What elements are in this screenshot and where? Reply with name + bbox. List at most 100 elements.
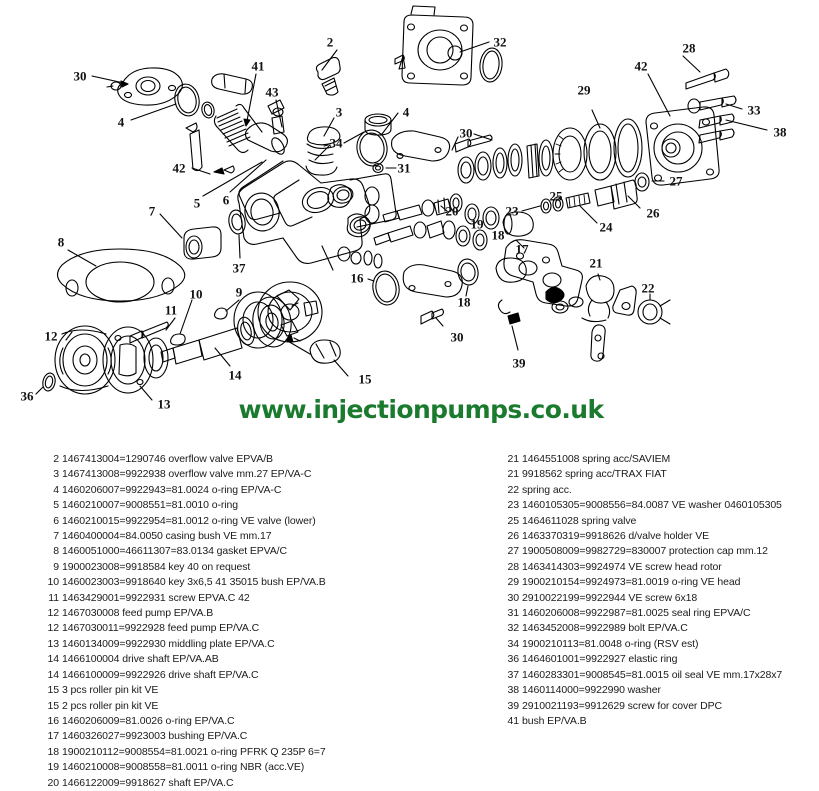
part-number: 30: [507, 591, 520, 604]
part-number: 10: [47, 576, 60, 589]
part-number: 26: [507, 530, 520, 543]
part-number: 6: [53, 514, 59, 527]
callout-2: 2: [326, 34, 334, 50]
part-description: 1460114000=9922990 washer: [522, 684, 661, 697]
part-description: 1460210015=9922954=81.0012 o-ring VE val…: [62, 514, 316, 527]
part-description: 1464611028 spring valve: [522, 514, 637, 527]
part-description: 1900210112=9008554=81.0021 o-ring PFRK Q…: [62, 745, 326, 758]
callout-4-left: 4: [117, 114, 125, 130]
part-description: 1463414303=9924974 VE screw head rotor: [522, 560, 722, 573]
part-description: 1463452008=9922989 bolt EP/VA.C: [522, 622, 688, 635]
part-number: 18: [47, 745, 60, 758]
site-watermark: www.injectionpumps.co.uk: [238, 394, 605, 424]
callout-28: 28: [682, 40, 696, 56]
part-number: 25: [507, 514, 520, 527]
part-number: 32: [507, 622, 520, 635]
part-description: 2910021193=9912629 screw for cover DPC: [522, 699, 723, 712]
callout-41: 41: [251, 58, 265, 74]
callout-6: 6: [222, 192, 230, 208]
part-description: 9918562 spring acc/TRAX FIAT: [522, 468, 667, 481]
part-description: 1463429001=9922931 screw EPVA.C 42: [62, 591, 250, 604]
part-number: 20: [47, 776, 60, 789]
part-number: 12: [47, 607, 60, 620]
callout-38: 38: [773, 124, 787, 140]
callout-23: 23: [505, 203, 519, 219]
callout-37: 37: [232, 260, 246, 276]
part-description: 1460206007=9922943=81.0024 o-ring EP/VA-…: [62, 483, 282, 496]
part-description: 1460105305=9008556=84.0087 VE washer 046…: [522, 499, 782, 512]
callout-5: 5: [193, 195, 201, 211]
part-number: 27: [507, 545, 520, 558]
part-number: 41: [507, 714, 520, 727]
part-description: 1900023008=9918584 key 40 on request: [62, 560, 251, 573]
callout-18-top: 18: [491, 227, 505, 243]
callout-31: 31: [397, 160, 411, 176]
part-number: 13: [47, 637, 60, 650]
part-number: 29: [507, 576, 520, 589]
callout-10: 10: [189, 286, 203, 302]
part-number: 38: [507, 684, 520, 697]
callout-19: 19: [470, 216, 484, 232]
callout-18-bottom: 18: [457, 294, 471, 310]
part-description: 2 pcs roller pin kit VE: [62, 699, 159, 712]
part-description: 1466100009=9922926 drive shaft EP/VA.C: [62, 668, 259, 681]
callout-39: 39: [512, 355, 526, 371]
part-description: 1460023003=9918640 key 3x6,5 41 35015 bu…: [62, 576, 326, 589]
part-number: 21: [507, 468, 520, 481]
part-number: 8: [53, 545, 59, 558]
part-number: 36: [507, 653, 520, 666]
callout-22: 22: [641, 280, 655, 296]
callout-30-bottom: 30: [450, 329, 464, 345]
part-number: 4: [53, 483, 59, 496]
callout-15: 15: [358, 371, 372, 387]
part-description: 3 pcs roller pin kit VE: [62, 684, 159, 697]
diagram-drawing: [35, 5, 768, 401]
callout-3: 3: [335, 104, 343, 120]
part-description: 1466100004 drive shaft EP/VA.AB: [62, 653, 219, 666]
part-number: 14: [47, 653, 60, 666]
callout-27: 27: [669, 173, 683, 189]
callout-43: 43: [265, 84, 279, 100]
part-description: 1464551008 spring acc/SAVIEM: [522, 453, 671, 465]
part-description: 1464601001=9922927 elastic ring: [522, 653, 678, 666]
callout-29: 29: [577, 82, 591, 98]
callout-21: 21: [589, 255, 603, 271]
callout-14: 14: [228, 367, 242, 383]
part-number: 2: [53, 453, 59, 465]
part-number: 37: [507, 668, 520, 681]
callout-9: 9: [235, 284, 243, 300]
part-number: 11: [48, 591, 59, 604]
part-number: 39: [507, 699, 520, 712]
callout-34: 34: [329, 135, 343, 151]
callout-36: 36: [20, 388, 34, 404]
part-number: 22: [507, 483, 520, 496]
callout-16: 16: [350, 270, 364, 286]
callout-12: 12: [44, 328, 58, 344]
part-description: 1460051000=46611307=83.0134 gasket EPVA/…: [62, 545, 287, 558]
callout-17: 17: [515, 241, 529, 257]
callout-30: 30: [73, 68, 87, 84]
